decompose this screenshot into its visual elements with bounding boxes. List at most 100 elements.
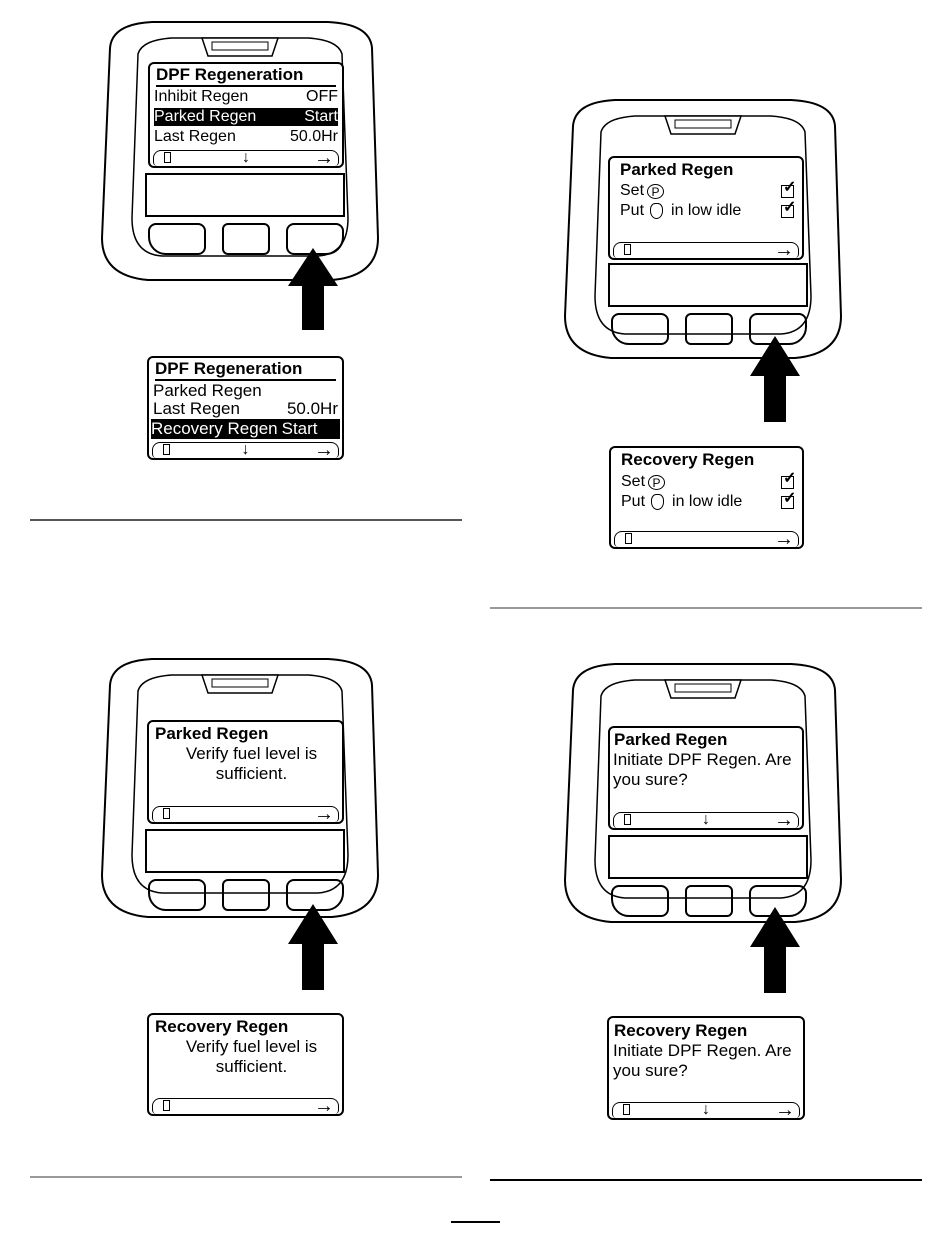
row-label: Parked Regen (154, 108, 257, 125)
center-button[interactable] (222, 223, 270, 255)
lcd-screen: Parked Regen Initiate DPF Regen. Are you… (608, 726, 804, 830)
parking-brake-icon: P (647, 183, 665, 199)
screen-message-line: Initiate DPF Regen. Are (613, 1041, 792, 1060)
left-button[interactable] (611, 885, 669, 917)
right-arrow-icon[interactable]: → (774, 809, 794, 830)
nav-bar: ↓ → (613, 809, 799, 830)
nav-bar: ↓ → (152, 439, 339, 460)
press-arrow-icon (288, 248, 338, 330)
center-button[interactable] (222, 879, 270, 911)
exit-icon[interactable] (163, 1100, 170, 1111)
item-prefix: Set (621, 473, 646, 490)
item-suffix: in low idle (671, 202, 742, 219)
nav-bar: → (613, 239, 799, 260)
checkbox-checked-icon[interactable]: ✓ (781, 198, 797, 218)
screen-title: Recovery Regen (614, 1021, 748, 1040)
screen-message-line: Initiate DPF Regen. Are (613, 750, 792, 769)
press-arrow-icon (750, 336, 800, 422)
screen-title: Parked Regen (155, 724, 269, 743)
left-button[interactable] (611, 313, 669, 345)
result-screen-4: Recovery Regen Initiate DPF Regen. Are y… (607, 1016, 805, 1120)
menu-row[interactable]: Last Regen 50.0Hr (154, 128, 338, 146)
row-value: Start (304, 108, 338, 125)
nav-bar: → (152, 803, 339, 824)
menu-row-selected[interactable]: Recovery Regen Start (151, 419, 340, 439)
right-arrow-icon[interactable]: → (314, 439, 334, 460)
result-screen-3: Recovery Regen Verify fuel level is suff… (147, 1013, 344, 1116)
exit-icon[interactable] (623, 1104, 630, 1115)
row-label: Recovery Regen (151, 419, 278, 438)
checkbox-checked-icon[interactable]: ✓ (781, 178, 797, 198)
exit-icon[interactable] (624, 814, 631, 825)
item-prefix: Put (621, 493, 646, 510)
nav-bar: ↓ → (153, 147, 339, 168)
exit-icon[interactable] (624, 244, 631, 255)
throttle-icon (650, 203, 664, 219)
right-arrow-icon[interactable]: → (775, 1099, 795, 1120)
left-button[interactable] (148, 223, 206, 255)
right-arrow-icon[interactable]: → (774, 528, 794, 549)
row-value: 50.0Hr (286, 399, 338, 418)
row-label: Last Regen (153, 399, 240, 418)
screen-title: Parked Regen (614, 730, 728, 749)
screen-title: DPF Regeneration (155, 359, 336, 381)
section-divider (490, 607, 922, 609)
exit-icon[interactable] (163, 808, 170, 819)
press-arrow-icon (288, 904, 338, 990)
lcd-screen: Parked Regen Verify fuel level is suffic… (147, 720, 344, 824)
down-arrow-icon[interactable]: ↓ (702, 811, 710, 828)
parking-brake-icon: P (648, 474, 666, 490)
screen-message-line: sufficient. (215, 1057, 288, 1076)
row-value: 50.0Hr (289, 128, 338, 145)
screen-message-line: sufficient. (215, 764, 288, 783)
result-screen-1: DPF Regeneration Parked Regen Last Regen… (147, 356, 344, 460)
row-value: Start (281, 419, 318, 438)
row-value: OFF (306, 88, 338, 105)
down-arrow-icon[interactable]: ↓ (242, 149, 250, 166)
row-label: Inhibit Regen (154, 88, 249, 105)
item-suffix: in low idle (672, 493, 743, 510)
row-label: Last Regen (154, 128, 236, 145)
screen-title: Parked Regen (620, 160, 734, 179)
exit-icon[interactable] (625, 533, 632, 544)
result-screen-2: Recovery Regen Set P ✓ Put in low idle ✓… (609, 446, 804, 549)
right-arrow-icon[interactable]: → (314, 1095, 334, 1116)
screen-title: DPF Regeneration (156, 65, 336, 87)
screen-message-line: you sure? (613, 770, 688, 789)
display-device-4: Parked Regen Initiate DPF Regen. Are you… (555, 660, 851, 960)
screen-message-line: Verify fuel level is (185, 1037, 318, 1056)
display-device-3: Parked Regen Verify fuel level is suffic… (92, 655, 388, 955)
display-device-2: Parked Regen Set P ✓ Put in low idle ✓ → (555, 96, 851, 396)
page-number-rule (451, 1221, 500, 1223)
display-device-1: DPF Regeneration Inhibit Regen OFF Parke… (92, 18, 388, 318)
nav-bar: → (614, 528, 799, 549)
screen-title: Recovery Regen (621, 450, 755, 469)
checkbox-checked-icon[interactable]: ✓ (781, 469, 797, 489)
throttle-icon (651, 494, 665, 510)
checklist-item: Set P ✓ (621, 469, 797, 491)
section-divider (30, 1176, 462, 1178)
checklist-item: Set P ✓ (620, 178, 797, 200)
menu-row[interactable]: Inhibit Regen OFF (154, 88, 338, 106)
right-arrow-icon[interactable]: → (314, 803, 334, 824)
lcd-screen: DPF Regeneration Inhibit Regen OFF Parke… (148, 62, 344, 168)
center-button[interactable] (685, 885, 733, 917)
lcd-screen: Parked Regen Set P ✓ Put in low idle ✓ → (608, 156, 804, 260)
left-button[interactable] (148, 879, 206, 911)
menu-row[interactable]: Parked Regen (153, 381, 338, 401)
nav-bar: → (152, 1095, 339, 1116)
exit-icon[interactable] (164, 152, 171, 163)
menu-row[interactable]: Last Regen 50.0Hr (153, 399, 338, 419)
exit-icon[interactable] (163, 444, 170, 455)
center-button[interactable] (685, 313, 733, 345)
down-arrow-icon[interactable]: ↓ (241, 441, 250, 458)
checkbox-checked-icon[interactable]: ✓ (781, 489, 797, 509)
section-divider (490, 1179, 922, 1181)
checklist-item: Put in low idle ✓ (620, 198, 797, 220)
down-arrow-icon[interactable]: ↓ (702, 1101, 710, 1118)
menu-row-selected[interactable]: Parked Regen Start (154, 108, 338, 126)
row-label: Parked Regen (153, 381, 262, 400)
right-arrow-icon[interactable]: → (774, 239, 794, 260)
right-arrow-icon[interactable]: → (314, 147, 334, 168)
checklist-item: Put in low idle ✓ (621, 489, 797, 511)
